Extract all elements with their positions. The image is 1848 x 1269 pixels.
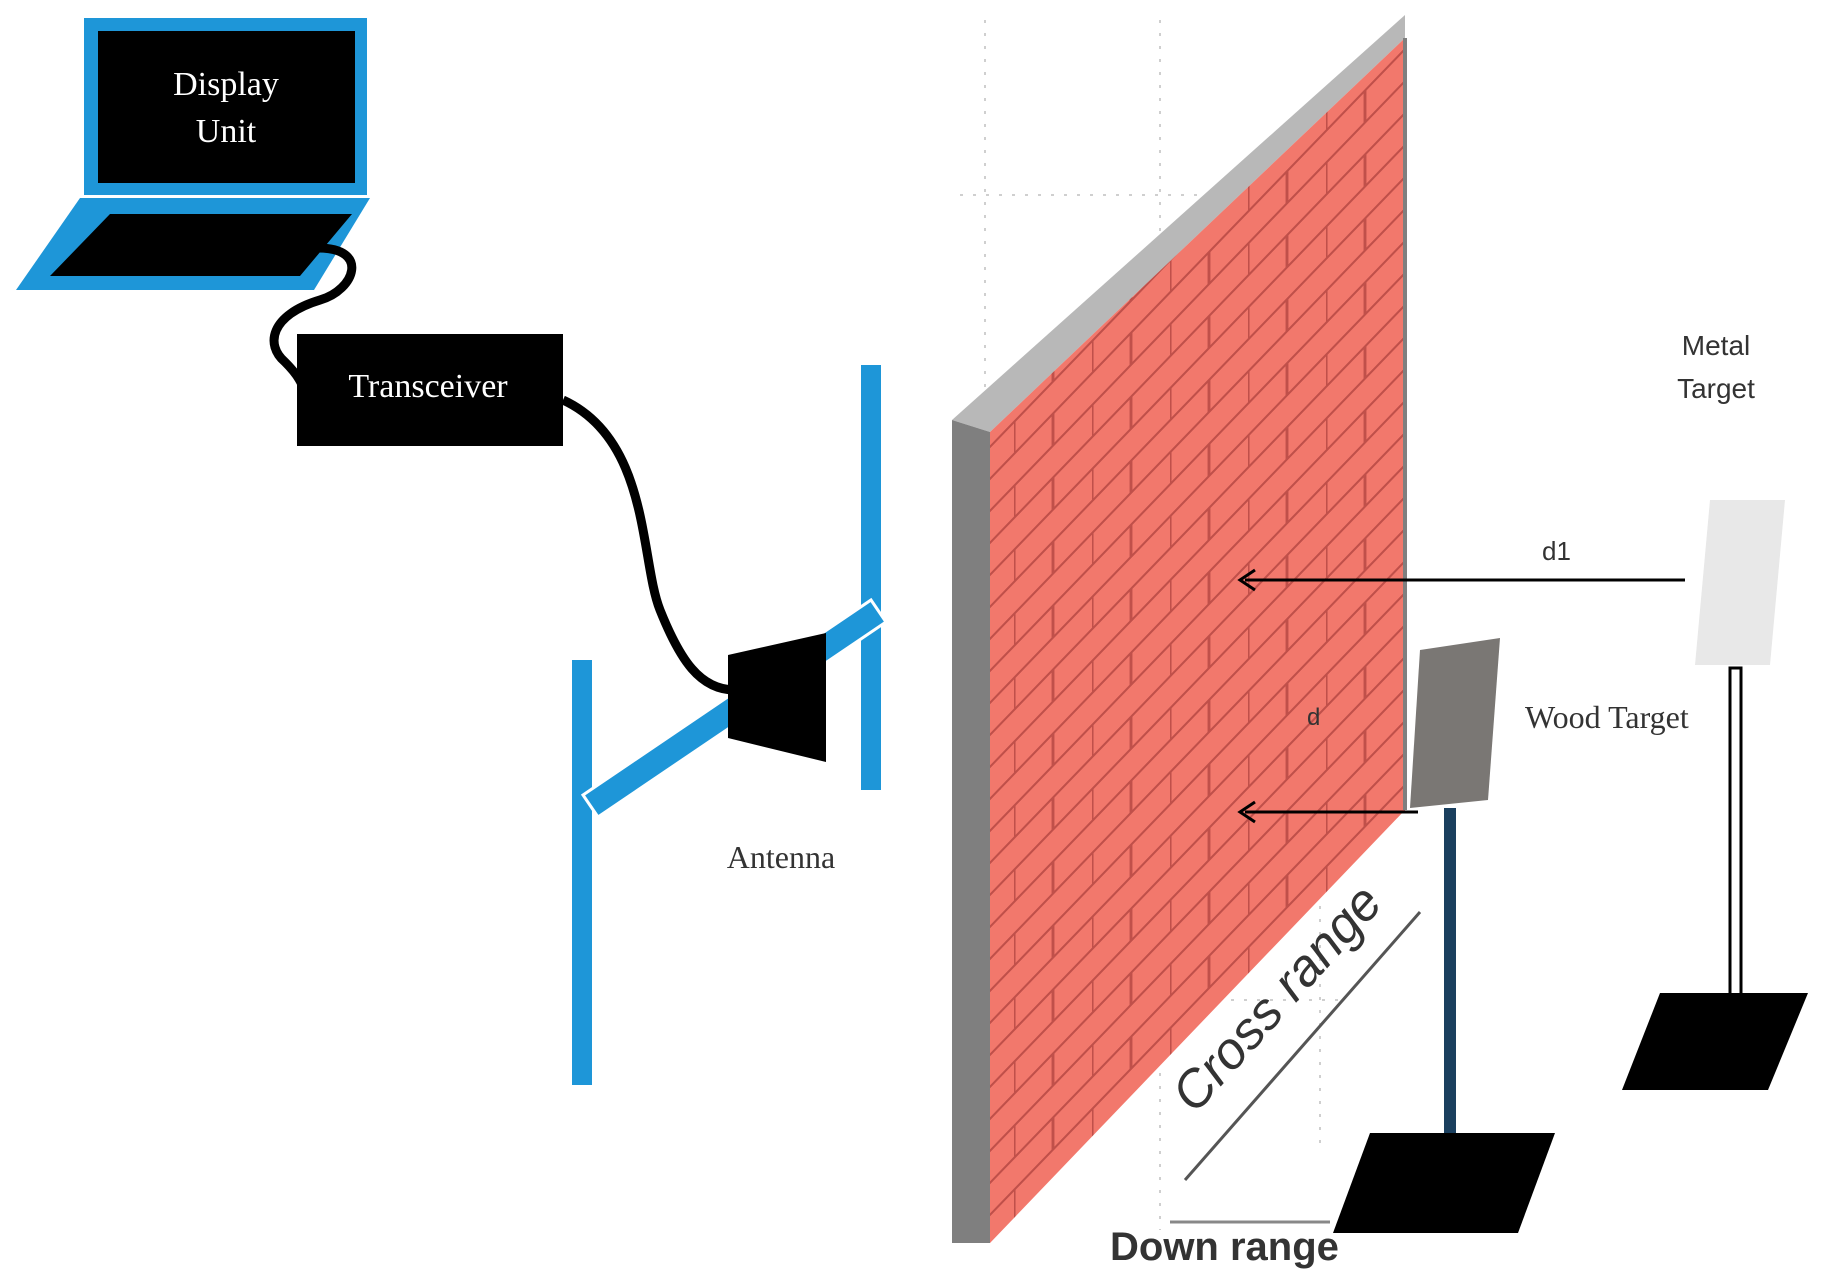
wall-side-face bbox=[952, 420, 990, 1243]
metal-target-label-line2: Target bbox=[1677, 373, 1755, 404]
d-arrow bbox=[1237, 800, 1418, 824]
background-grid bbox=[960, 20, 1340, 1230]
transceiver-box bbox=[297, 334, 563, 446]
cross-range-line bbox=[1183, 911, 1422, 1181]
wood-target bbox=[1333, 638, 1555, 1233]
wall-front-face bbox=[990, 38, 1405, 1243]
d1-arrow bbox=[1237, 568, 1685, 592]
display-unit-label-line2: Unit bbox=[196, 113, 257, 150]
metal-target bbox=[1622, 500, 1808, 1090]
down-range-label: Down range bbox=[1110, 1225, 1339, 1269]
display-unit-label-line1: Display bbox=[173, 66, 279, 103]
wood-target-label: Wood Target bbox=[1525, 699, 1689, 735]
transceiver-label: Transceiver bbox=[348, 368, 508, 405]
transceiver-cable bbox=[561, 395, 736, 695]
metal-target-label-line1: Metal bbox=[1682, 330, 1750, 361]
d1-label: d1 bbox=[1542, 536, 1571, 566]
laptop-cable bbox=[269, 243, 357, 387]
horn-antenna-icon bbox=[728, 633, 826, 762]
d-label: d bbox=[1307, 704, 1320, 731]
antenna-label: Antenna bbox=[727, 839, 835, 875]
brick-wall bbox=[952, 15, 1407, 1243]
wall-top-edge bbox=[952, 15, 1405, 432]
laptop-icon bbox=[16, 18, 370, 290]
